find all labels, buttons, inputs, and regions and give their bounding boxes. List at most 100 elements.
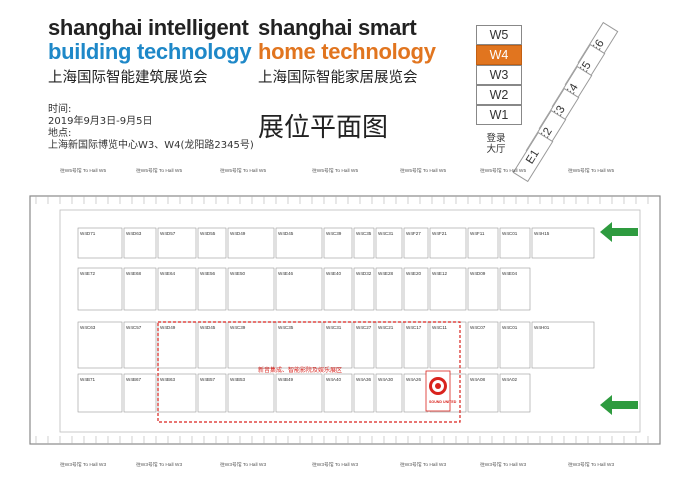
to-hall-w5-label: 往W5号馆 To Hall W5 [568,167,614,174]
entrance-arrow-bottom [600,395,638,415]
booth-id-top-9: W4F27 [406,231,421,236]
booth-bottom-8[interactable] [375,373,403,413]
booth-id-mid-8: W4E28 [378,271,394,276]
booth-bottom-1[interactable] [123,373,157,413]
hall-inner-outline [59,209,641,433]
booth-top-0[interactable] [77,227,123,259]
booth-id-mid-10: W4E12 [432,271,448,276]
booth-id-low-10: W4C11 [432,325,447,330]
booth-top-3[interactable] [197,227,227,259]
facade-ticks [35,196,649,444]
to-hall-w5-label: 往W5号馆 To Hall W5 [480,167,526,174]
booth-bottom-12[interactable] [499,373,531,413]
booth-mid-8[interactable] [375,267,403,311]
booth-mid-9[interactable] [403,267,429,311]
hall-outline [29,195,661,445]
booth-bottom-3[interactable] [197,373,227,413]
booth-mid-11[interactable] [467,267,499,311]
booth-id-mid-7: W4D32 [356,271,372,276]
booth-mid-5[interactable] [275,267,323,311]
booth-top-1[interactable] [123,227,157,259]
booth-mid-12[interactable] [499,267,531,311]
to-hall-w3-label: 往W3号馆 To Hall W3 [312,461,358,468]
booth-bottom-4[interactable] [227,373,275,413]
hall-w4[interactable]: W4 [476,45,522,65]
booth-id-low-8: W4C21 [378,325,394,330]
hall-w5[interactable]: W5 [476,25,522,45]
booth-bottom-6[interactable] [323,373,353,413]
hall-w3[interactable]: W3 [476,65,522,85]
booth-id-bottom-5: W4B49 [278,377,294,382]
booth-top-7[interactable] [353,227,375,259]
booth-mid-10[interactable] [429,267,467,311]
to-hall-w5-label: 往W5号馆 To Hall W5 [400,167,446,174]
booth-low-5[interactable] [275,321,323,369]
booth-top-4[interactable] [227,227,275,259]
booth-top-5[interactable] [275,227,323,259]
booth-id-mid-6: W4E40 [326,271,342,276]
hall-w1[interactable]: W1 [476,105,522,125]
booth-id-top-8: W4C31 [378,231,394,236]
booth-id-mid-11: W4D09 [470,271,486,276]
booth-low-1[interactable] [123,321,157,369]
booth-bottom-7[interactable] [353,373,375,413]
booth-mid-6[interactable] [323,267,353,311]
booth-id-top-1: W4D63 [126,231,142,236]
booth-top-9[interactable] [403,227,429,259]
booth-id-bottom-8: W4A30 [378,377,394,382]
time-value: 2019年9月3日-9月5日 [48,116,153,127]
booth-low-0[interactable] [77,321,123,369]
booth-low-6[interactable] [323,321,353,369]
booth-id-top-3: W4D55 [200,231,216,236]
booth-low-3[interactable] [197,321,227,369]
hall-w2[interactable]: W2 [476,85,522,105]
booth-bottom-5[interactable] [275,373,323,413]
booth-low-13[interactable] [531,321,595,369]
booth-top-12[interactable] [499,227,531,259]
booth-top-6[interactable] [323,227,353,259]
booth-top-10[interactable] [429,227,467,259]
booth-top-11[interactable] [467,227,499,259]
booth-bottom-11[interactable] [467,373,499,413]
to-hall-w3-label: 往W3号馆 To Hall W3 [136,461,182,468]
booth-id-bottom-0: W4B71 [80,377,96,382]
booth-id-mid-5: W4E46 [278,271,294,276]
booth-low-11[interactable] [467,321,499,369]
booth-id-bottom-4: W4B53 [230,377,246,382]
booth-id-mid-4: W4E50 [230,271,246,276]
booth-low-9[interactable] [403,321,429,369]
booth-id-low-6: W4C31 [326,325,342,330]
header-right-line1: shanghai smart [258,15,417,40]
booth-top-13[interactable] [531,227,595,259]
booth-id-low-11: W4C07 [470,325,486,330]
booth-bottom-0[interactable] [77,373,123,413]
venue-value: 上海新国际博览中心W3、W4(龙阳路2345号) [48,140,254,151]
booth-mid-2[interactable] [157,267,197,311]
booth-low-12[interactable] [499,321,531,369]
time-label: 时间: [48,104,72,115]
booth-low-2[interactable] [157,321,197,369]
booth-id-bottom-1: W4B67 [126,377,142,382]
booth-id-bottom-3: W4B57 [200,377,216,382]
booth-id-low-2: W4D49 [160,325,176,330]
booth-mid-1[interactable] [123,267,157,311]
booth-mid-0[interactable] [77,267,123,311]
booth-id-low-0: W4C63 [80,325,96,330]
booth-id-top-13: W4H15 [534,231,550,236]
booth-id-top-11: W4F11 [470,231,485,236]
booth-mid-3[interactable] [197,267,227,311]
booth-low-4[interactable] [227,321,275,369]
booth-mid-7[interactable] [353,267,375,311]
booth-id-bottom-7: W4A36 [356,377,372,382]
to-hall-w3-label: 往W3号馆 To Hall W3 [480,461,526,468]
booth-id-top-10: W4F21 [432,231,447,236]
booth-top-8[interactable] [375,227,403,259]
booth-top-2[interactable] [157,227,197,259]
booth-id-low-12: W4C01 [502,325,518,330]
booth-id-mid-3: W4E56 [200,271,216,276]
booth-id-low-4: W4C39 [230,325,246,330]
booth-mid-4[interactable] [227,267,275,311]
booth-id-top-4: W4D49 [230,231,246,236]
booth-id-bottom-12: W4A02 [502,377,518,382]
